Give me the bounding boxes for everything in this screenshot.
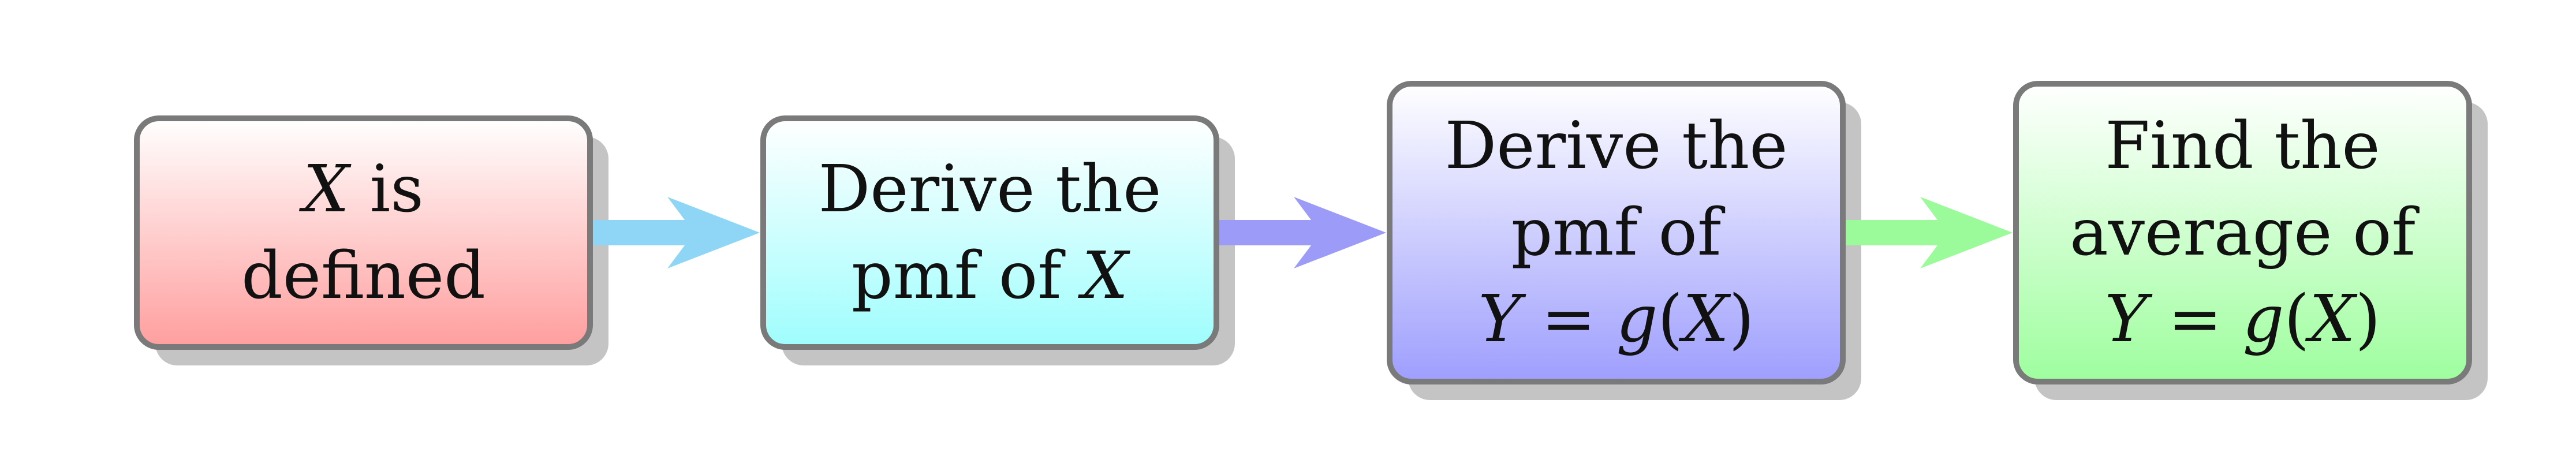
step-boxes: X is defined Derive the pmf of X Derive the p…	[134, 81, 2472, 384]
step-1-line-2: defined	[241, 238, 486, 313]
math-symbol: X	[1678, 282, 1731, 357]
arrow-1-2-arrow	[590, 197, 760, 268]
arrow-3-4-arrow	[1843, 197, 2013, 268]
step-4-line-3: Y = g(X)	[2105, 282, 2381, 357]
text-span: =	[1521, 282, 1616, 357]
step-3-line-2: pmf of	[1511, 195, 1726, 270]
step-1-line-1: X is	[298, 152, 424, 227]
text-span: defined	[241, 238, 486, 313]
text-span: (	[2284, 282, 2309, 357]
text-span: Find the	[2105, 109, 2380, 184]
math-symbol: X	[1077, 238, 1130, 313]
math-symbol: Y	[1479, 282, 1526, 357]
math-symbol: g	[2243, 282, 2284, 357]
math-symbol: X	[298, 152, 352, 227]
text-span: )	[1729, 282, 1754, 357]
step-4-box: Find the average of Y = g(X)	[2013, 81, 2472, 384]
math-symbol: g	[1616, 282, 1658, 357]
text-span: (	[1657, 282, 1683, 357]
step-2-frame	[760, 115, 1219, 350]
text-span: )	[2355, 282, 2381, 357]
text-span: Derive the	[818, 152, 1161, 227]
step-4-frame	[2013, 81, 2472, 384]
step-4-line-1: Find the	[2105, 109, 2380, 184]
step-4-line-2: average of	[2070, 195, 2420, 270]
step-2-line-2: pmf of X	[852, 238, 1130, 313]
text-span: pmf of	[852, 238, 1082, 313]
step-3-line-3: Y = g(X)	[1479, 282, 1754, 357]
step-2-box: Derive the pmf of X	[760, 115, 1219, 350]
arrows	[590, 197, 2013, 268]
text-span: Derive the	[1444, 109, 1787, 184]
math-symbol: X	[2305, 282, 2358, 357]
step-1-box: X is defined	[134, 115, 593, 350]
text-span: is	[349, 152, 424, 227]
step-2-line-1: Derive the	[818, 152, 1161, 227]
math-symbol: Y	[2105, 282, 2153, 357]
text-span: =	[2148, 282, 2243, 357]
step-3-box: Derive the pmf of Y = g(X)	[1387, 81, 1846, 384]
text-span: average of	[2070, 195, 2420, 270]
step-3-line-1: Derive the	[1444, 109, 1787, 184]
step-1-frame	[134, 115, 593, 350]
arrow-2-3-arrow	[1216, 197, 1386, 268]
step-3-frame	[1387, 81, 1846, 384]
text-span: pmf of	[1511, 195, 1726, 270]
